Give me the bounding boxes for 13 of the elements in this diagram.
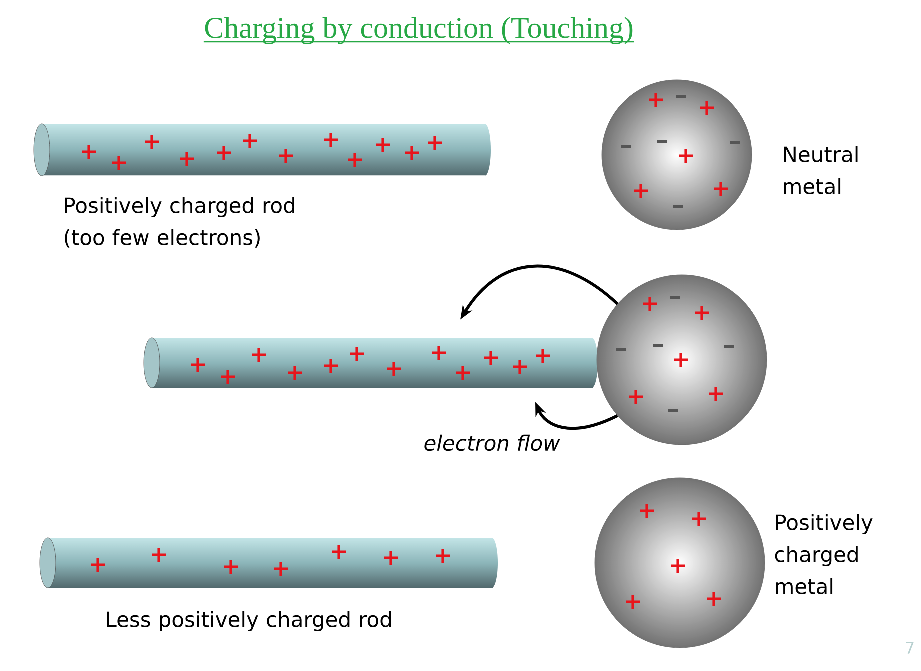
sphere-drawing (602, 80, 752, 230)
node-label: Positively charged metal (775, 514, 873, 594)
sphere-drawing (596, 274, 768, 446)
title: Charging by conduction (Touching) (204, 17, 634, 44)
page-number: 7 (906, 642, 914, 654)
node-label: Neutral metal (784, 146, 858, 194)
edge-label: electron flow (422, 434, 562, 452)
rod-drawing (34, 124, 444, 176)
sphere-drawing (594, 478, 766, 648)
rod-drawing (144, 338, 552, 388)
rod-drawing (40, 538, 452, 588)
node-label: Less positively charged rod (107, 611, 391, 632)
node-label: Positively charged rod (too few electrons) (65, 197, 294, 248)
